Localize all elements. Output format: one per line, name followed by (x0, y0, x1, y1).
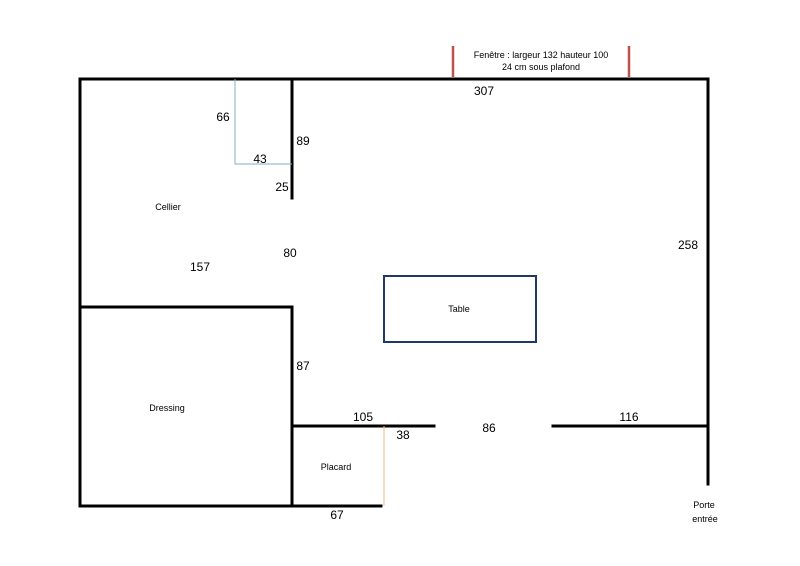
dimension-bottom-right-wall: 116 (619, 410, 638, 424)
cellier-niche-line (234, 79, 292, 165)
entrance-label-line2: entrée (692, 514, 718, 524)
dimension-niche-width: 43 (253, 152, 267, 166)
room-label-dressing: Dressing (149, 403, 185, 413)
dimension-inner-wall-gap: 25 (275, 180, 289, 194)
table-outline (383, 275, 537, 343)
room-label-placard: Placard (321, 462, 352, 472)
dimension-right-wall: 258 (678, 238, 698, 252)
dimension-niche-height: 66 (216, 110, 230, 124)
dimension-top-wall: 307 (474, 84, 494, 98)
dimension-opening: 80 (283, 246, 297, 260)
dimension-bottom-left-wall: 105 (353, 410, 373, 424)
dimension-placard-width: 67 (330, 508, 344, 522)
entrance-label-line1: Porte (693, 500, 715, 510)
window-note-line1: Fenêtre : largeur 132 hauteur 100 (474, 50, 609, 60)
room-label-table: Table (448, 304, 470, 314)
dimension-placard-depth: 38 (396, 428, 410, 442)
dimension-cellier-depth: 157 (190, 260, 210, 274)
dimension-inner-wall-lower: 87 (296, 359, 310, 373)
window-note-line2: 24 cm sous plafond (502, 62, 580, 72)
dimension-inner-wall-top: 89 (296, 134, 310, 148)
room-label-cellier: Cellier (155, 202, 181, 212)
dimension-door-opening: 86 (482, 421, 496, 435)
